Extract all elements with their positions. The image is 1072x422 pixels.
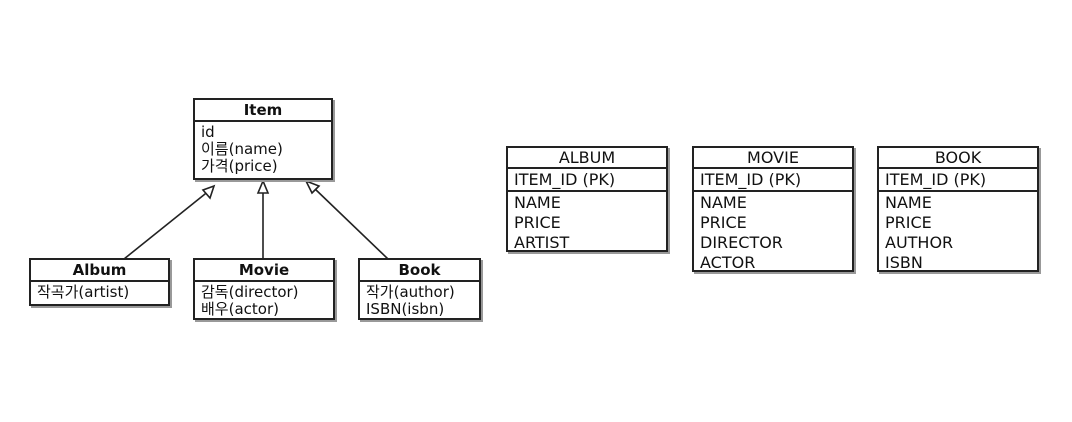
book-inheritance-line	[313, 187, 389, 260]
class-book-attributes: 작가(author) ISBN(isbn)	[360, 282, 479, 321]
table-book-title: BOOK	[879, 148, 1037, 169]
movie-inheritance-arrowhead	[256, 178, 270, 194]
class-item: Item id 이름(name) 가격(price)	[193, 98, 333, 180]
class-item-attribute: 이름(name)	[201, 140, 283, 158]
table-book-column: NAME	[885, 193, 932, 212]
class-movie-attributes: 감독(director) 배우(actor)	[195, 282, 333, 321]
table-album-pk: ITEM_ID (PK)	[508, 169, 666, 192]
class-book-attribute: 작가(author)	[366, 283, 455, 301]
table-book-columns: NAME PRICE AUTHOR ISBN	[879, 192, 1037, 276]
table-album: ALBUM ITEM_ID (PK) NAME PRICE ARTIST	[506, 146, 668, 252]
class-movie-attribute: 배우(actor)	[201, 300, 279, 318]
table-album-column: NAME	[514, 193, 561, 212]
table-movie-title: MOVIE	[694, 148, 852, 169]
table-movie: MOVIE ITEM_ID (PK) NAME PRICE DIRECTOR A…	[692, 146, 854, 272]
table-album-column: PRICE	[514, 213, 561, 232]
class-book: Book 작가(author) ISBN(isbn)	[358, 258, 481, 320]
class-album: Album 작곡가(artist)	[29, 258, 170, 306]
table-album-columns: NAME PRICE ARTIST	[508, 192, 666, 256]
class-item-attributes: id 이름(name) 가격(price)	[195, 122, 331, 178]
class-movie: Movie 감독(director) 배우(actor)	[193, 258, 335, 320]
table-movie-column: DIRECTOR	[700, 233, 783, 252]
class-album-attributes: 작곡가(artist)	[31, 282, 168, 304]
table-movie-columns: NAME PRICE DIRECTOR ACTOR	[694, 192, 852, 276]
table-book-column: PRICE	[885, 213, 932, 232]
table-movie-column: PRICE	[700, 213, 747, 232]
class-album-title: Album	[31, 260, 168, 282]
class-movie-attribute: 감독(director)	[201, 283, 299, 301]
class-item-attribute: id	[201, 123, 215, 141]
table-movie-column: ACTOR	[700, 253, 756, 272]
table-book-column: AUTHOR	[885, 233, 954, 252]
table-album-column: ARTIST	[514, 233, 570, 252]
table-movie-column: NAME	[700, 193, 747, 212]
album-inheritance-line	[123, 189, 211, 260]
book-inheritance-arrowhead	[304, 179, 321, 195]
table-book: BOOK ITEM_ID (PK) NAME PRICE AUTHOR ISBN	[877, 146, 1039, 272]
table-movie-pk: ITEM_ID (PK)	[694, 169, 852, 192]
class-book-attribute: ISBN(isbn)	[366, 300, 445, 318]
table-book-column: ISBN	[885, 253, 923, 272]
class-album-attribute: 작곡가(artist)	[37, 283, 130, 301]
class-item-attribute: 가격(price)	[201, 157, 278, 175]
class-book-title: Book	[360, 260, 479, 282]
table-album-title: ALBUM	[508, 148, 666, 169]
table-book-pk: ITEM_ID (PK)	[879, 169, 1037, 192]
class-movie-title: Movie	[195, 260, 333, 282]
class-item-title: Item	[195, 100, 331, 122]
album-inheritance-arrowhead	[201, 184, 216, 200]
